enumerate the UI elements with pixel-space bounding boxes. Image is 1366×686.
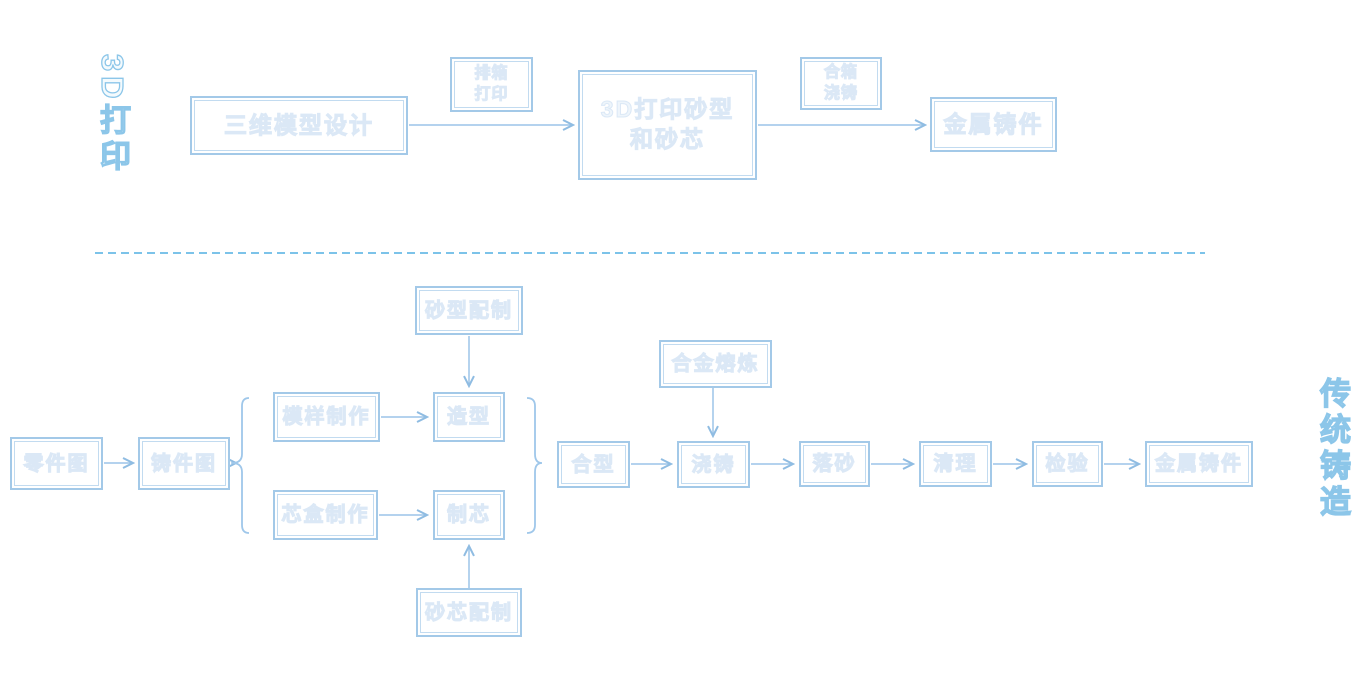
node-pouring: 浇铸: [677, 441, 750, 488]
node-metal-casting-bottom: 金属铸件: [1145, 441, 1253, 487]
node-label: 零件图: [23, 452, 90, 475]
node-sand-core-preparation: 砂芯配制: [416, 588, 522, 637]
node-label-line2: 浇铸: [823, 84, 858, 102]
node-label: 制芯: [447, 504, 491, 527]
node-label: 模样制作: [282, 406, 371, 429]
node-alloy-melting: 合金熔炼: [659, 340, 772, 388]
section-label-traditional-casting: 传统铸造: [1314, 376, 1350, 521]
node-label: 检验: [1045, 453, 1090, 476]
node-label: 砂芯配制: [425, 601, 513, 624]
node-core-box-making: 芯盒制作: [273, 490, 378, 540]
node-box-assembly-pouring: 合箱 浇铸: [800, 57, 882, 110]
node-label: 铸件图: [151, 452, 217, 475]
node-label-line2: 打印: [474, 85, 509, 103]
node-label: 金属铸件: [1155, 453, 1243, 476]
node-label: 合型: [571, 453, 616, 476]
node-label: 砂型配制: [425, 299, 513, 322]
node-label: 合金熔炼: [671, 353, 760, 376]
node-label: 三维模型设计: [224, 111, 374, 138]
section-label-3d-printing: 3D打印: [94, 53, 130, 176]
node-label-line2: 和砂芯: [630, 126, 705, 153]
left-brace: [231, 397, 250, 534]
node-part-drawing: 零件图: [10, 437, 103, 490]
node-batch-printing: 排箱 打印: [450, 57, 533, 112]
node-label: 清理: [933, 453, 978, 476]
node-casting-drawing: 铸件图: [138, 437, 230, 490]
node-label-line1: 3D打印砂型: [600, 96, 735, 123]
node-label: 金属铸件: [943, 110, 1044, 137]
node-label: 芯盒制作: [281, 504, 370, 527]
node-label: 落砂: [812, 453, 857, 476]
node-shakeout: 落砂: [799, 441, 870, 487]
node-core-making: 制芯: [433, 490, 505, 540]
node-label: 浇铸: [691, 453, 736, 476]
node-sand-mold-preparation: 砂型配制: [415, 286, 523, 335]
node-label-line1: 排箱: [474, 64, 509, 82]
node-label-line1: 合箱: [823, 63, 858, 81]
node-cleaning: 清理: [919, 441, 992, 487]
node-mold-assembly: 合型: [557, 441, 630, 488]
node-metal-casting-top: 金属铸件: [930, 97, 1057, 152]
node-3d-model-design: 三维模型设计: [190, 96, 408, 155]
node-label: 造型: [447, 406, 491, 429]
right-brace: [526, 397, 543, 534]
node-pattern-making: 模样制作: [273, 392, 380, 442]
node-molding: 造型: [433, 392, 505, 442]
node-3d-printed-sand-mold: 3D打印砂型 和砂芯: [578, 70, 757, 180]
node-inspection: 检验: [1032, 441, 1103, 487]
